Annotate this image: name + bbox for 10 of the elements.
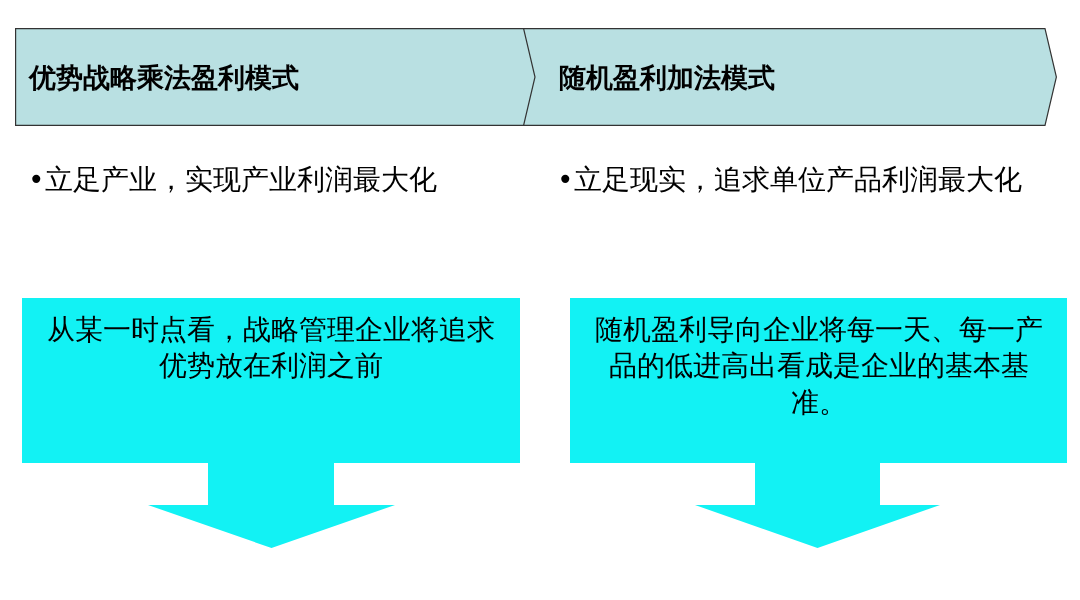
bullet-text: •立足现实，追求单位产品利润最大化 (557, 162, 1023, 198)
callout-arrow-box (570, 298, 1067, 548)
band-heading: 随机盈利加法模式 (559, 61, 775, 95)
chevron-band (523, 28, 1057, 126)
bullet-text: •立足产业，实现产业利润最大化 (28, 162, 438, 198)
chevron-band (15, 28, 537, 126)
band-heading: 优势战略乘法盈利模式 (29, 61, 299, 95)
callout-text: 从某一时点看，战略管理企业将追求优势放在利润之前 (46, 312, 496, 385)
callout-arrow-box (22, 298, 520, 548)
callout-text: 随机盈利导向企业将每一天、每一产品的低进高出看成是企业的基本基准。 (593, 312, 1044, 421)
